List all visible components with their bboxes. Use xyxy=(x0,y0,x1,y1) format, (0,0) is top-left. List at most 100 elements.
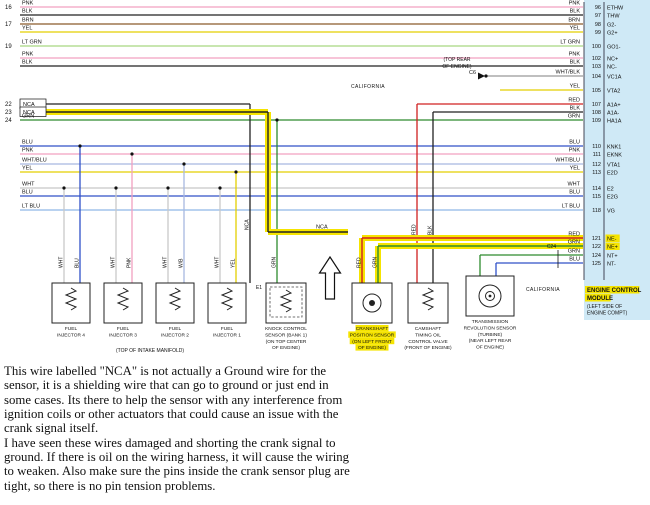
ecm-title: ENGINE CONTROL xyxy=(587,288,642,294)
ecm-pin-number: 107 xyxy=(592,102,601,108)
connector-label: C6 xyxy=(469,70,476,76)
left-pin-number: 19 xyxy=(5,44,12,50)
wire-color-label: WHT/BLU xyxy=(22,158,47,164)
component-label: FUEL xyxy=(221,326,234,332)
pickup-core xyxy=(369,300,375,306)
ecm-pin-label: NT- xyxy=(607,262,616,268)
coil-symbol xyxy=(168,287,182,311)
wire-color-label-vertical: RED xyxy=(357,257,363,268)
junction-dot xyxy=(78,144,82,148)
component-label: TIMING OIL xyxy=(415,332,441,338)
ecm-pin-number: 114 xyxy=(592,186,601,192)
wire-color-label: BRN xyxy=(22,18,34,24)
connector-tag: E1 xyxy=(256,285,262,291)
note-paragraph-1: This wire labelled "NCA" is not actually… xyxy=(4,364,343,436)
highlight-chip xyxy=(585,286,640,294)
junction-dot xyxy=(275,118,279,122)
highlight-chip xyxy=(605,234,620,242)
wire-color-label: BLU xyxy=(569,190,580,196)
wire-color-label-vertical: PNK xyxy=(127,257,133,268)
wire-color-label: WHT xyxy=(22,182,35,188)
ecm-pin-label: HA1A xyxy=(607,119,622,125)
component-label: (ON TOP CENTER xyxy=(266,339,307,345)
wire-color-label: NCA xyxy=(23,102,35,108)
ecm-title: MODULE xyxy=(587,296,613,302)
wire-color-label: LT GRN xyxy=(560,40,580,46)
up-arrow-annotation xyxy=(318,255,342,300)
california-label: CALIFORNIA xyxy=(351,84,385,90)
ecm-pin-number: 102 xyxy=(592,56,601,62)
nca-label-box xyxy=(19,106,47,117)
wire-color-label-vertical: GRN xyxy=(272,257,278,269)
ecm-pin-label: NE- xyxy=(607,237,617,243)
junction-dot xyxy=(218,186,222,190)
wire-color-label: YEL xyxy=(22,166,32,172)
wire-color-label: BLU xyxy=(22,190,33,196)
component-box-fuel-injector-1 xyxy=(207,282,247,324)
junction-dot xyxy=(234,170,238,174)
ecm-pin-label: VC1A xyxy=(607,75,622,81)
wire-color-label: YEL xyxy=(22,26,32,32)
wire-color-label: WHT/BLK xyxy=(556,70,581,76)
wire-color-label: BLK xyxy=(22,60,33,66)
wire-color-label: LT BLU xyxy=(22,204,40,210)
junction-dot xyxy=(130,152,134,156)
highlight-chip xyxy=(585,294,611,302)
ecm-pin-label: GO1- xyxy=(607,45,621,51)
connector-label: C24 xyxy=(547,244,556,250)
wire-color-label: BLU xyxy=(569,257,580,263)
california-label: CALIFORNIA xyxy=(526,287,560,293)
ecm-pin-number: 113 xyxy=(592,170,601,176)
wire-color-label: RED xyxy=(568,98,580,104)
ecm-pin-number: 121 xyxy=(592,236,601,242)
left-pin-number: 24 xyxy=(5,118,12,124)
component-label: FUEL xyxy=(117,326,130,332)
highlight-chip xyxy=(355,344,389,351)
ecm-pin-number: 112 xyxy=(592,162,601,168)
top-rear-label: OF ENGINE) xyxy=(442,64,472,70)
wire-color-label: PNK xyxy=(569,52,581,58)
ecm-pin-number: 100 xyxy=(592,44,601,50)
ecm-pin-number: 97 xyxy=(595,13,601,19)
top-rear-label: (TOP REAR xyxy=(443,57,470,63)
note-paragraph-2: I have seen these wires damaged and shor… xyxy=(4,435,350,493)
component-label: INJECTOR 1 xyxy=(213,332,241,338)
ecm-pin-label: E2 xyxy=(607,187,614,193)
wire-color-label: GRN xyxy=(568,249,580,255)
junction-dot xyxy=(62,186,66,190)
wire-color-label: WHT xyxy=(567,182,580,188)
highlight-chip xyxy=(355,325,389,332)
ecm-pin-label: A1A+ xyxy=(607,103,621,109)
component-label: (ON LEFT FRONT xyxy=(352,339,392,345)
ecm-pin-label: THW xyxy=(607,14,620,20)
wire-color-label: BLK xyxy=(570,60,581,66)
wire-color-label-vertical: BLU xyxy=(75,258,81,268)
ecm-pin-label: ETHW xyxy=(607,6,624,12)
component-label: TRANSMISSION xyxy=(472,319,509,325)
ecm-pin-label: G2+ xyxy=(607,31,618,37)
component-label: (TURBINE) xyxy=(478,332,503,338)
wire-color-label: BLK xyxy=(22,9,33,15)
ecm-subtitle: ENGINE COMPT) xyxy=(587,311,628,317)
junction-dot xyxy=(182,162,186,166)
component-label: CAMSHAFT xyxy=(415,326,441,332)
ecm-pin-number: 111 xyxy=(593,152,601,158)
wire-color-label-vertical: YEL xyxy=(231,258,237,268)
ecm-pin-number: 103 xyxy=(592,64,601,70)
annotation-note: This wire labelled "NCA" is not actually… xyxy=(0,362,356,493)
coil-symbol xyxy=(220,287,234,311)
left-pin-number: 17 xyxy=(5,22,12,28)
component-label: CONTROL VALVE xyxy=(408,339,447,345)
shield-outline xyxy=(269,286,303,318)
wire-color-label: BLU xyxy=(569,140,580,146)
highlight-chip xyxy=(605,242,620,250)
junction-dot xyxy=(484,74,488,78)
highlight-chip xyxy=(349,337,395,345)
component-label: (FRONT OF ENGINE) xyxy=(404,345,452,351)
wire-color-label: BLK xyxy=(570,106,581,112)
wire-color-label-vertical: BLK xyxy=(428,225,434,235)
sensor-inner xyxy=(485,291,495,301)
ecm-pin-number: 104 xyxy=(592,74,601,80)
